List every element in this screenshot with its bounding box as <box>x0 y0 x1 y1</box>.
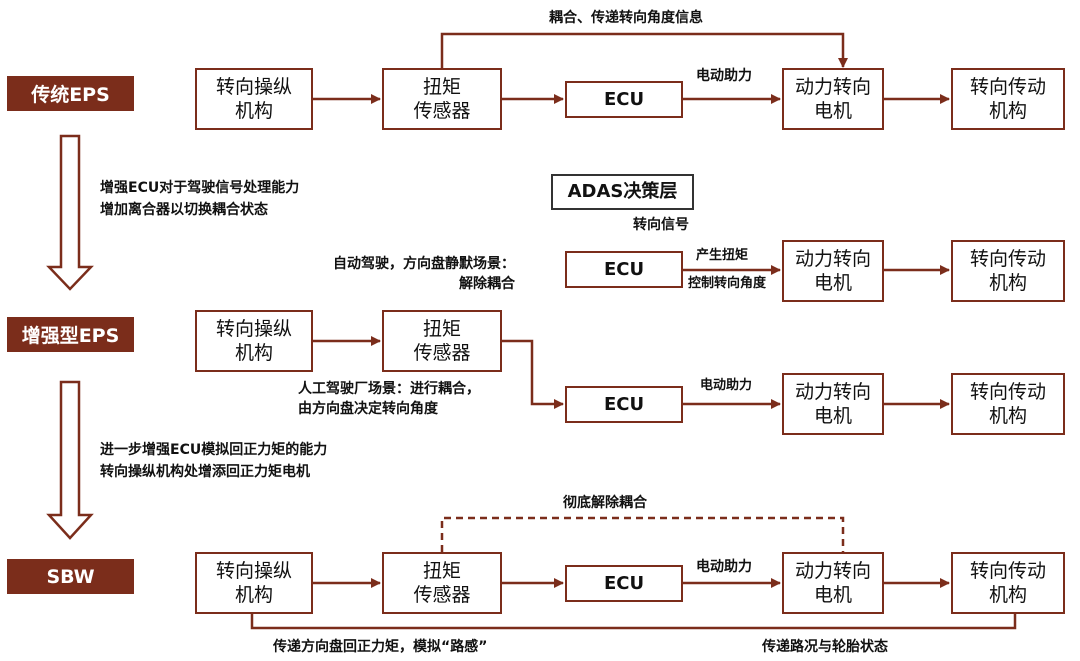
adas-signal-label: 转向信号 <box>633 217 689 233</box>
r1-transmission-box: 转向传动 机构 <box>951 68 1065 130</box>
r1-coupling-label: 耦合、传递转向角度信息 <box>549 10 703 26</box>
r1-motor-box: 动力转向 电机 <box>782 68 884 130</box>
r1-ecu-box: ECU <box>565 81 683 118</box>
adas-torque-label: 产生扭矩 <box>696 248 749 263</box>
r2-torque-sensor-box: 扭矩 传感器 <box>382 310 502 372</box>
transition2-line2: 转向操纵机构处增添回正力矩电机 <box>100 464 310 480</box>
dashed-decouple-line <box>440 516 845 552</box>
adas-motor-box: 动力转向 电机 <box>782 240 884 302</box>
auto-driving-scene-label: 自动驾驶，方向盘静默场景： 解除耦合 <box>333 256 515 292</box>
arrow-r2-sensor-ecu <box>502 339 564 409</box>
feedback-line <box>250 614 1017 630</box>
tag-sbw: SBW <box>7 559 134 594</box>
transition-arrow-1 <box>46 134 94 291</box>
r3-transmission-box: 转向传动 机构 <box>951 552 1065 614</box>
transition-arrow-2 <box>46 380 94 540</box>
r3-feedback-label: 传递方向盘回正力矩，模拟“路感” <box>273 639 488 655</box>
r3-motor-box: 动力转向 电机 <box>782 552 884 614</box>
r2-ecu-box: ECU <box>565 386 683 423</box>
arrow-r1-coupling <box>440 32 848 68</box>
tag-traditional-eps: 传统EPS <box>7 76 134 111</box>
transition1-line1: 增强ECU对于驾驶信号处理能力 <box>100 180 300 196</box>
r1-assist-label: 电动助力 <box>696 68 752 84</box>
r3-road-label: 传递路况与轮胎状态 <box>762 639 888 655</box>
r3-decouple-label: 彻底解除耦合 <box>563 495 647 511</box>
r1-torque-sensor-box: 扭矩 传感器 <box>382 68 502 130</box>
r3-ecu-box: ECU <box>565 565 683 602</box>
r3-torque-sensor-box: 扭矩 传感器 <box>382 552 502 614</box>
manual-driving-scene-label: 人工驾驶厂场景：进行耦合， 由方向盘决定转向角度 <box>298 381 480 417</box>
adas-ecu-box: ECU <box>565 251 683 288</box>
r2-motor-box: 动力转向 电机 <box>782 373 884 435</box>
r3-steering-mechanism-box: 转向操纵 机构 <box>195 552 313 614</box>
r2-assist-label: 电动助力 <box>700 378 753 393</box>
tag-enhanced-eps: 增强型EPS <box>7 317 134 352</box>
r2-transmission-box: 转向传动 机构 <box>951 373 1065 435</box>
adas-angle-label: 控制转向角度 <box>688 276 767 291</box>
transition2-line1: 进一步增强ECU模拟回正力矩的能力 <box>100 442 328 458</box>
transition1-line2: 增加离合器以切换耦合状态 <box>100 202 268 218</box>
r3-assist-label: 电动助力 <box>696 559 752 575</box>
adas-transmission-box: 转向传动 机构 <box>951 240 1065 302</box>
r2-steering-mechanism-box: 转向操纵 机构 <box>195 310 313 372</box>
adas-decision-box: ADAS决策层 <box>551 174 694 210</box>
r1-steering-mechanism-box: 转向操纵 机构 <box>195 68 313 130</box>
